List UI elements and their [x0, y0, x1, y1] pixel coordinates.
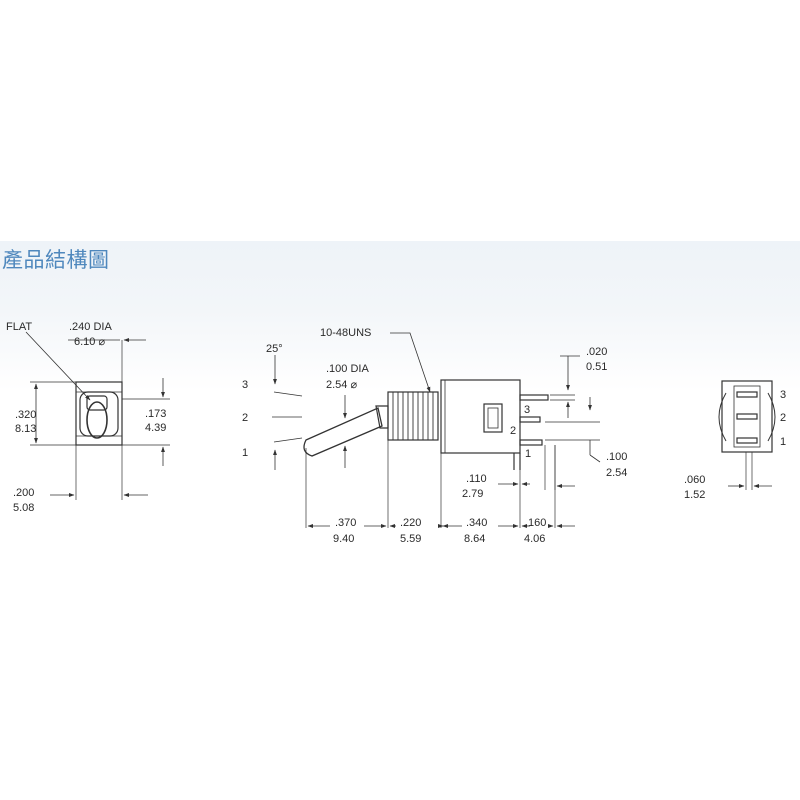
lever-dia-in: .100 DIA: [326, 363, 369, 375]
pin-pitch-mm: 2.54: [606, 467, 627, 479]
pin-offset-in: .110: [466, 473, 487, 485]
terminal-pin-2: [519, 416, 541, 423]
page-title: 產品結構圖: [2, 248, 110, 272]
end-body-outline: [721, 380, 773, 453]
toggle-lever-end: [86, 401, 108, 439]
toggle-lever: [303, 407, 383, 457]
front-bushing: [79, 391, 119, 437]
front-view: [25, 331, 170, 500]
side-view: [272, 332, 601, 528]
front-side-mm: 4.39: [145, 422, 166, 434]
front-height-in: .320: [15, 409, 36, 421]
thread-leader: [390, 332, 431, 393]
position-3-label: 3: [242, 379, 248, 391]
end-terminal-3-label: 3: [780, 389, 786, 401]
body-in: .340: [466, 517, 487, 529]
lever-dia-mm: 2.54 ⌀: [326, 379, 357, 391]
angle-label: 25°: [266, 343, 283, 355]
thread-label: 10-48UNS: [320, 327, 371, 339]
end-terminal-2-label: 2: [780, 412, 786, 424]
front-width-in: .200: [13, 487, 34, 499]
lever-length-in: .370: [335, 517, 356, 529]
body-mm: 8.64: [464, 533, 485, 545]
terminal-pin-3: [519, 394, 549, 401]
terminal-3-label: 3: [524, 404, 530, 416]
terminal-pin-1: [519, 439, 543, 446]
terminal-2-label: 2: [510, 425, 516, 437]
position-1-label: 1: [242, 447, 248, 459]
pin-pitch-in: .100: [606, 451, 627, 463]
position-2-label: 2: [242, 412, 248, 424]
end-view: [718, 380, 776, 490]
lever-length-mm: 9.40: [333, 533, 354, 545]
front-side-in: .173: [145, 408, 166, 420]
end-gap-mm: 1.52: [684, 489, 705, 501]
diagram-panel: [0, 241, 800, 559]
end-terminal-3: [736, 391, 758, 398]
flat-leader: [25, 331, 91, 401]
pin-width-mm: 0.51: [586, 361, 607, 373]
thread-lines: [392, 392, 434, 440]
pin-width-in: .020: [586, 346, 607, 358]
flat-label: FLAT: [6, 321, 32, 333]
body-window: [483, 403, 503, 433]
front-dia-in: .240 DIA: [69, 321, 112, 333]
terminal-length-mm: 4.06: [524, 533, 545, 545]
front-width-mm: 5.08: [13, 502, 34, 514]
terminal-length-in: .160: [525, 517, 546, 529]
switch-body: [440, 379, 521, 454]
end-gap-in: .060: [684, 474, 705, 486]
bushing-mm: 5.59: [400, 533, 421, 545]
flat-face: [86, 395, 108, 411]
end-bushing-arc: [718, 392, 727, 442]
front-dia-mm: 6.10 ⌀: [74, 336, 105, 348]
pin-offset-mm: 2.79: [462, 488, 483, 500]
front-body-outline: [75, 381, 123, 446]
end-terminal-1: [736, 437, 758, 444]
end-terminal-2: [736, 413, 758, 420]
front-height-mm: 8.13: [15, 423, 36, 435]
terminal-1-label: 1: [525, 448, 531, 460]
bushing-in: .220: [400, 517, 421, 529]
end-terminal-1-label: 1: [780, 436, 786, 448]
